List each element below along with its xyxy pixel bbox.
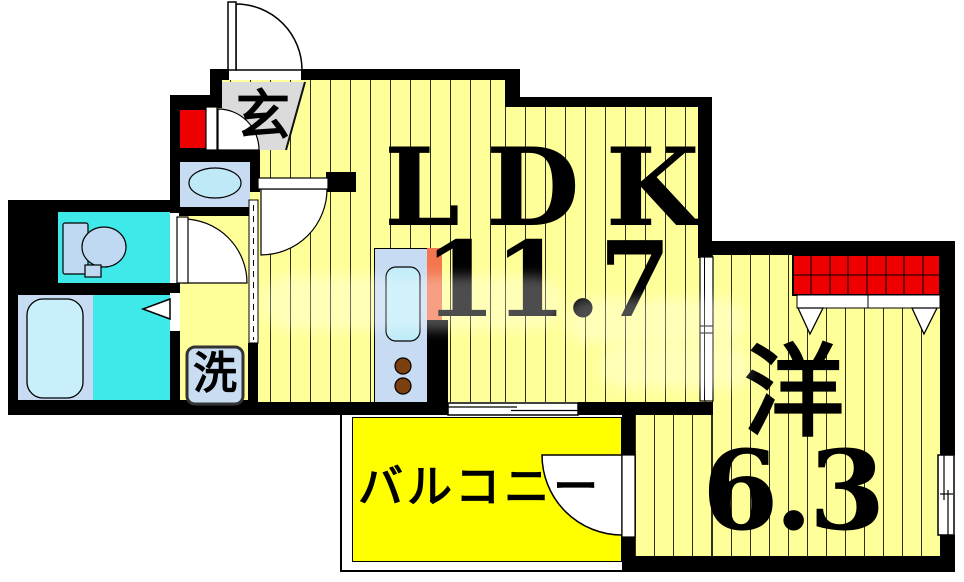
wall — [326, 172, 356, 192]
wall — [940, 535, 955, 560]
watermark-blob — [566, 298, 746, 344]
wall — [8, 290, 18, 403]
western-room-area-label: 6.3 — [702, 426, 885, 555]
western-room-floor-lower — [635, 413, 712, 556]
wall — [622, 413, 635, 455]
wall — [18, 283, 180, 295]
wall — [622, 537, 635, 558]
washroom-floor — [180, 160, 250, 207]
ldk-area-label: 11.7 — [424, 218, 671, 341]
wall — [698, 97, 712, 258]
toilet-room-floor — [58, 212, 170, 283]
bathtub-area — [18, 295, 93, 403]
wall — [301, 69, 520, 80]
wall — [703, 241, 955, 255]
wall — [622, 556, 955, 572]
balcony-label: バルコニー — [358, 460, 603, 513]
wall — [940, 255, 955, 455]
laundry-label: 洗 — [193, 348, 237, 399]
shoe-box — [178, 108, 208, 150]
wall — [170, 95, 180, 215]
wall — [178, 150, 260, 162]
ldk-floor-mid — [505, 97, 712, 402]
entrance-door-arc — [235, 3, 303, 71]
wall — [8, 400, 250, 415]
watermark-blob — [262, 276, 562, 330]
wall — [8, 200, 178, 212]
refrigerator-space — [427, 248, 442, 320]
wall — [8, 212, 58, 295]
wall — [180, 95, 222, 108]
wall — [170, 207, 250, 216]
watermark-blob — [600, 345, 750, 389]
wall — [578, 402, 713, 415]
wall — [170, 331, 180, 402]
entrance-label: 玄 — [236, 83, 290, 147]
wall — [505, 97, 712, 107]
side-window — [937, 454, 955, 536]
wall — [250, 162, 260, 192]
wall — [248, 402, 448, 415]
wall — [248, 343, 258, 404]
ldk-label: LDK — [384, 125, 726, 251]
western-room-label: 洋 — [744, 333, 844, 451]
entrance-door-leaf — [227, 1, 237, 71]
wall — [427, 320, 448, 406]
